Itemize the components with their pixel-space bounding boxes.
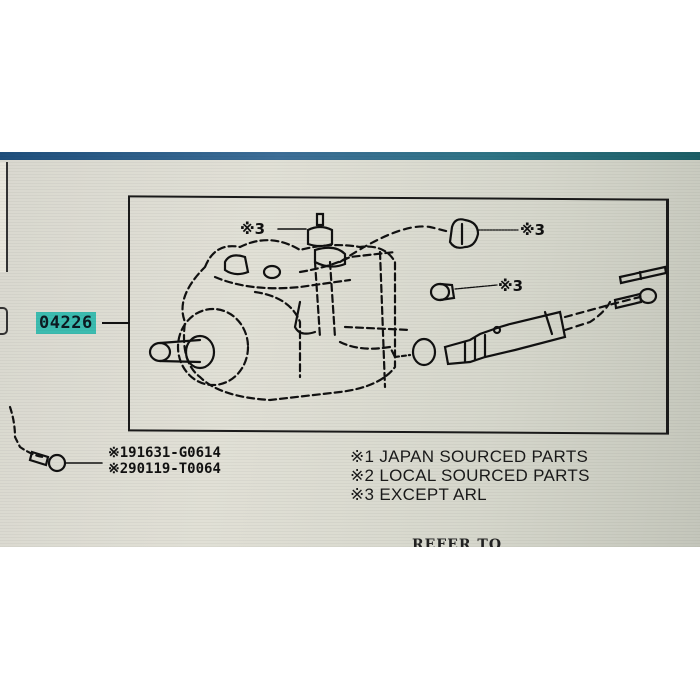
sourcing-legend: ※1 JAPAN SOURCED PARTS ※2 LOCAL SOURCED … [350,447,590,504]
mounting-bolt-part [8,405,103,473]
right-cap-part [448,218,480,249]
part-number-leader-line [102,322,130,324]
monitor-screen: 04226 ※3 ※3 ※3 ※191631-G0614 ※290119-T00… [0,152,700,547]
pump-fitting-illustration [223,246,347,335]
legend-item-local: ※2 LOCAL SOURCED PARTS [350,466,590,485]
legend-text: LOCAL SOURCED PARTS [379,466,590,485]
legend-marker: ※3 [350,485,375,504]
small-plug-part [429,282,456,302]
legend-item-japan: ※1 JAPAN SOURCED PARTS [350,447,590,466]
exploded-parts-drawing [8,212,668,473]
solenoid-valve-part [443,310,567,366]
refer-to-label: REFER TO [412,537,503,547]
bolt-part-codes: ※191631-G0614 ※290119-T0064 [108,445,221,477]
legend-marker: ※1 [350,447,375,466]
pump-shaft-illustration [148,334,216,370]
bolt-code-japan[interactable]: ※191631-G0614 [108,445,221,461]
stud-bolt-part [618,265,668,285]
top-cap-part [306,212,334,248]
legend-marker: ※2 [350,466,375,485]
legend-text: EXCEPT ARL [379,485,487,504]
bolt-code-local[interactable]: ※290119-T0064 [108,461,221,477]
legend-text: JAPAN SOURCED PARTS [379,447,589,466]
injection-pump-illustration [176,239,412,402]
adjacent-part-fragment [0,307,8,335]
part-number-tag[interactable]: 04226 [36,312,96,334]
socket-bolt-part [613,287,658,310]
callout-right-cap[interactable]: ※3 [520,221,546,239]
legend-item-except-arl: ※3 EXCEPT ARL [350,485,590,504]
o-ring-part [411,337,437,367]
adjacent-diagram-fragment [0,162,8,272]
window-title-bar [0,152,700,160]
callout-top-cap[interactable]: ※3 [240,220,266,238]
callout-small-plug[interactable]: ※3 [498,277,524,295]
